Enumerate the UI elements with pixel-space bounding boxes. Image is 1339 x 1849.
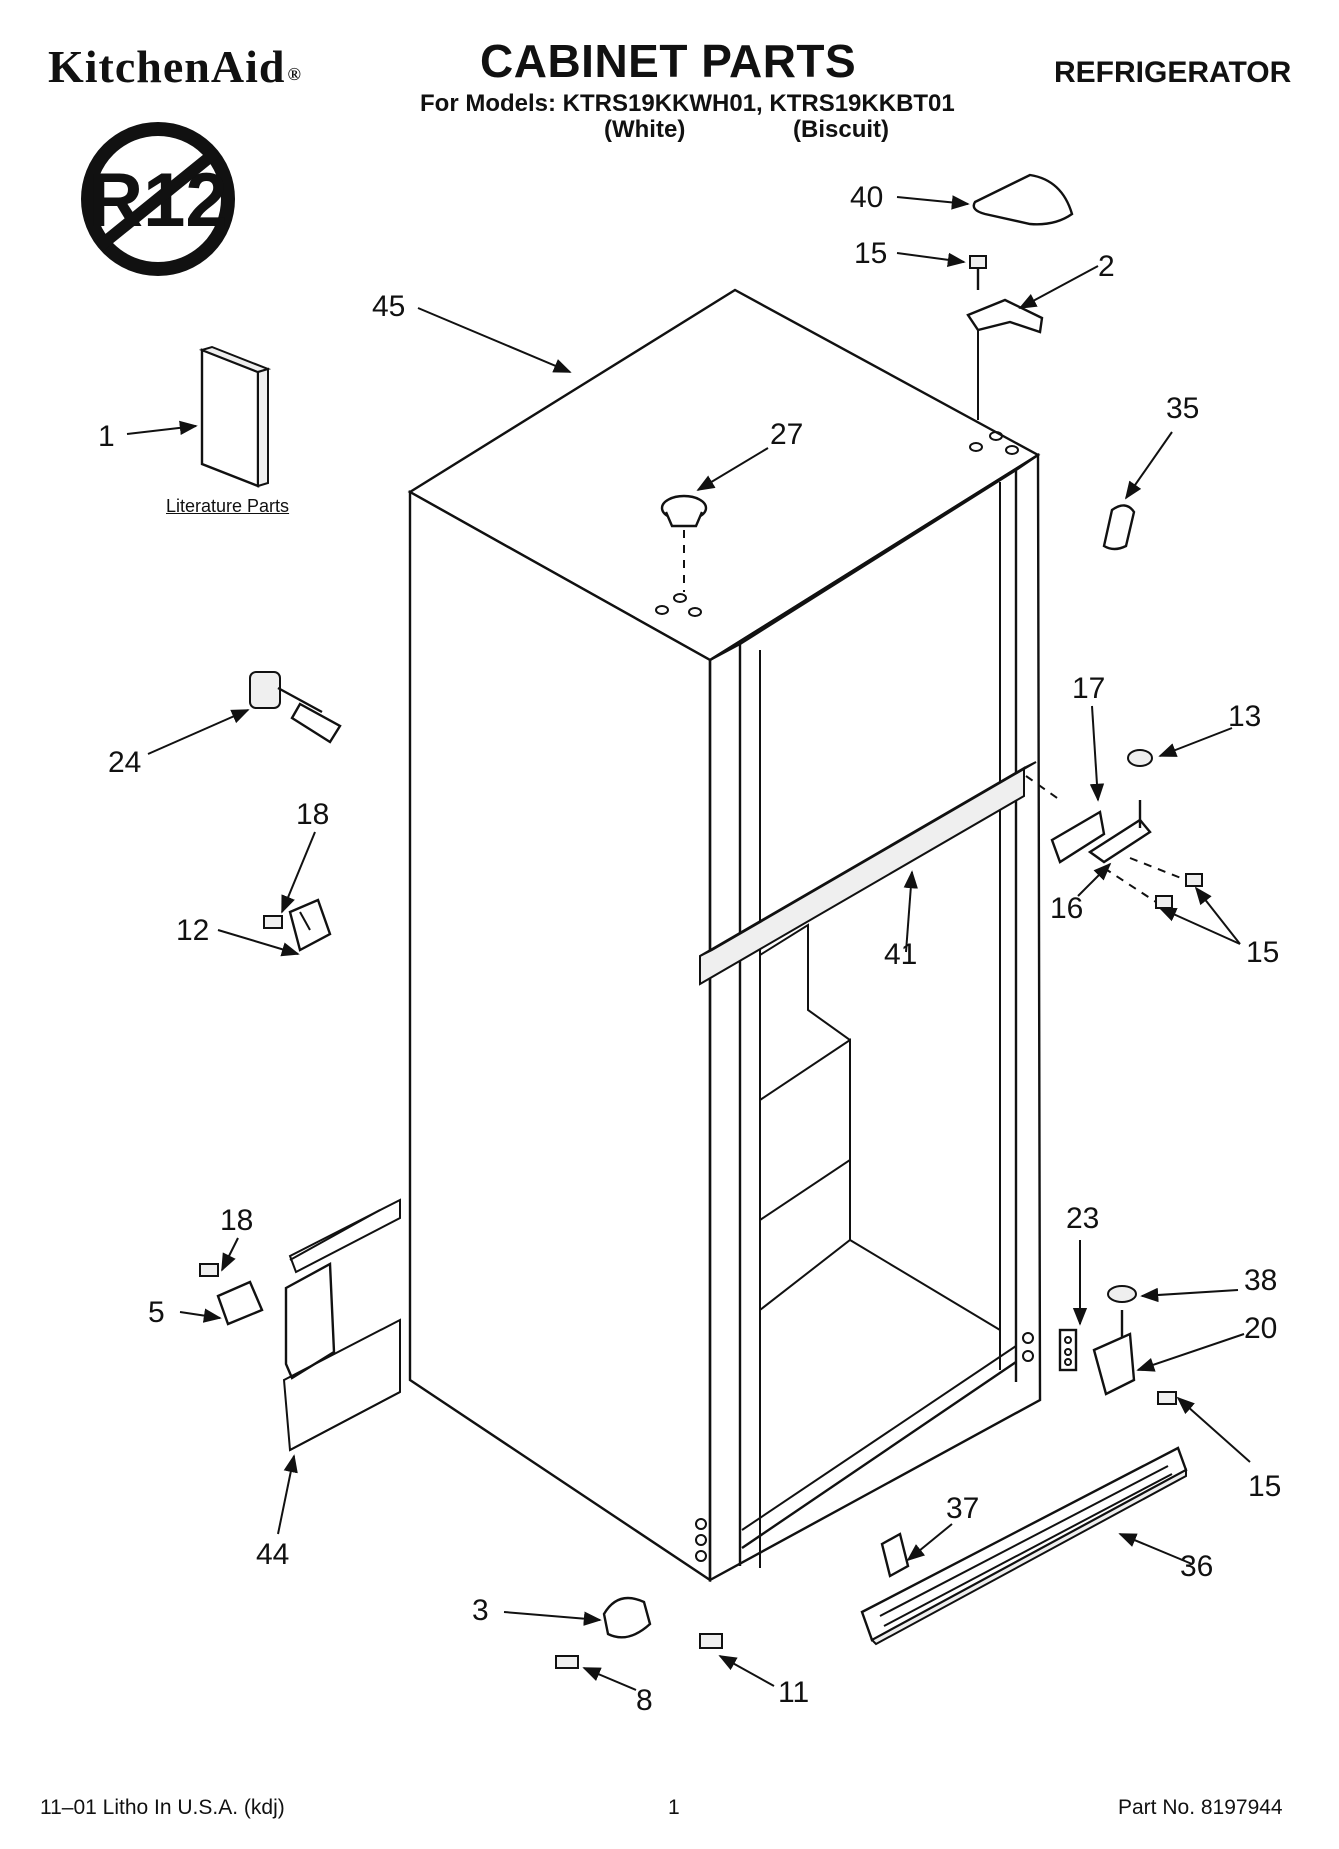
cabinet-side-panel xyxy=(408,489,712,1583)
hinge-screw-2 xyxy=(1155,895,1173,909)
callout-18-lower: 18 xyxy=(220,1204,253,1237)
footer-print-info: 11–01 Litho In U.S.A. (kdj) xyxy=(40,1796,285,1819)
hinge-screw-1 xyxy=(1185,873,1203,887)
callout-13: 13 xyxy=(1228,700,1261,733)
callout-8: 8 xyxy=(636,1684,653,1717)
callout-2: 2 xyxy=(1098,250,1115,283)
callout-44: 44 xyxy=(256,1538,289,1571)
door-closer-cam xyxy=(555,1596,723,1669)
callout-27: 27 xyxy=(770,418,803,451)
lower-hinge xyxy=(216,1280,264,1326)
callout-36: 36 xyxy=(1180,1550,1213,1583)
center-hinge xyxy=(1087,818,1152,864)
appliance-type: REFRIGERATOR xyxy=(1054,56,1292,89)
bottom-front-rail xyxy=(741,1361,1017,1549)
hinge-washer xyxy=(1127,749,1153,767)
callout-15-lower: 15 xyxy=(1248,1470,1281,1503)
callout-24: 24 xyxy=(108,746,141,779)
callout-20: 20 xyxy=(1244,1312,1277,1345)
no-r12-badge: R12 xyxy=(81,122,235,276)
callout-37: 37 xyxy=(946,1492,979,1525)
lower-left-hinge-assembly xyxy=(199,1198,401,1452)
callout-3: 3 xyxy=(472,1594,489,1627)
bottom-hinge-assembly xyxy=(1092,1285,1177,1405)
base-grille xyxy=(860,1446,1188,1646)
page-title: CABINET PARTS xyxy=(480,35,857,87)
front-flange-left xyxy=(709,642,742,1566)
callout-41: 41 xyxy=(884,938,917,971)
top-plug xyxy=(660,494,708,592)
center-hinge-assembly xyxy=(1025,749,1203,909)
callout-45: 45 xyxy=(372,290,405,323)
top-hinge-assembly xyxy=(966,255,1044,420)
callout-40: 40 xyxy=(850,181,883,214)
callout-35: 35 xyxy=(1166,392,1199,425)
callout-38: 38 xyxy=(1244,1264,1277,1297)
door-stop-plate xyxy=(1058,1328,1078,1372)
hinge-cover xyxy=(972,173,1074,226)
callout-15-center: 15 xyxy=(1246,936,1279,969)
front-flange-right xyxy=(1014,454,1039,1382)
callout-12: 12 xyxy=(176,914,209,947)
callout-1: 1 xyxy=(98,420,115,453)
model-numbers: For Models: KTRS19KKWH01, KTRS19KKBT01 xyxy=(420,90,955,117)
variant-biscuit: (Biscuit) xyxy=(793,116,889,143)
callout-23: 23 xyxy=(1066,1202,1099,1235)
hinge-clip-upper xyxy=(263,898,332,952)
hinge-bracket xyxy=(284,1262,336,1380)
bottom-hinge-washer xyxy=(1107,1285,1137,1303)
cam-pin xyxy=(555,1655,579,1669)
page-number: 1 xyxy=(668,1796,680,1819)
callout-5: 5 xyxy=(148,1296,165,1329)
callout-15-top: 15 xyxy=(854,237,887,270)
hinge-pin-cover xyxy=(1102,504,1136,551)
callout-17: 17 xyxy=(1072,672,1105,705)
callout-16: 16 xyxy=(1050,892,1083,925)
part-number: Part No. 8197944 xyxy=(1118,1796,1283,1819)
leveling-leg xyxy=(249,671,342,744)
cam-screw xyxy=(699,1633,723,1649)
callout-18-upper: 18 xyxy=(296,798,329,831)
hinge-shim xyxy=(1050,810,1106,864)
grille-clip xyxy=(880,1532,910,1578)
variant-white: (White) xyxy=(604,116,686,143)
divider-rail xyxy=(699,766,1025,986)
callout-11: 11 xyxy=(778,1676,809,1709)
leader-arrows xyxy=(126,195,1251,1691)
literature-booklet xyxy=(198,345,272,488)
refrigerator-cabinet xyxy=(407,288,1042,1583)
compartment-floor xyxy=(759,1238,1001,1331)
registered-mark: ® xyxy=(287,64,302,84)
brand-name: KitchenAid xyxy=(48,41,286,92)
literature-parts-caption: Literature Parts xyxy=(166,496,290,516)
bottom-hinge xyxy=(1092,1332,1136,1396)
cabinet-front-opening xyxy=(708,452,1042,1583)
callout-labels: 40 15 2 45 1 27 35 17 13 24 18 12 16 41 … xyxy=(98,181,1281,1717)
prohibition-slash xyxy=(96,147,220,251)
brand-logo: KitchenAid® xyxy=(48,40,302,93)
